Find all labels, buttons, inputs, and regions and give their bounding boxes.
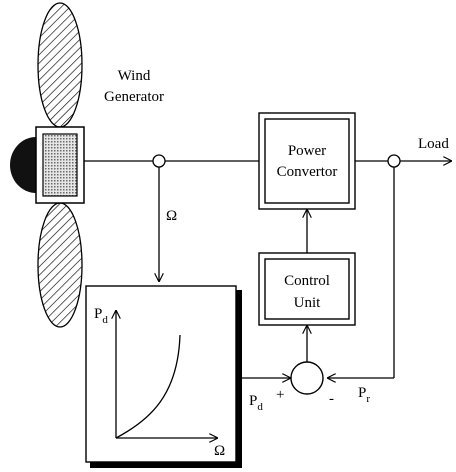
output-tap-node bbox=[387, 154, 401, 168]
wind-generator-label-line1: Wind bbox=[118, 68, 151, 84]
control-unit-inner bbox=[264, 258, 350, 320]
lower-blade bbox=[37, 202, 83, 328]
omega-label: Ω bbox=[166, 208, 177, 224]
power-speed-curve bbox=[115, 334, 181, 439]
control-unit-label-line1: Control bbox=[284, 273, 330, 289]
control-unit-label-line2: Unit bbox=[294, 295, 322, 311]
power-convertor-label-line2: Convertor bbox=[277, 164, 338, 180]
generator-core bbox=[42, 133, 78, 197]
power-convertor-inner bbox=[264, 118, 350, 204]
characteristic-box bbox=[85, 285, 237, 463]
power-convertor-label-line1: Power bbox=[288, 143, 326, 159]
curve-y-label: Pd bbox=[94, 306, 108, 326]
pd-plus-sign: + bbox=[276, 387, 284, 403]
hub-icon bbox=[10, 137, 36, 193]
upper-blade bbox=[37, 2, 83, 128]
summing-junction-icon bbox=[290, 361, 324, 395]
pd-label: Pd bbox=[249, 393, 263, 413]
speed-tap-node bbox=[152, 154, 166, 168]
curve-x-label: Ω bbox=[214, 443, 225, 459]
load-label: Load bbox=[418, 136, 449, 152]
pr-label: Pr bbox=[358, 385, 370, 405]
wind-generator-label-line2: Generator bbox=[104, 89, 164, 105]
pr-minus-sign: - bbox=[329, 391, 334, 407]
